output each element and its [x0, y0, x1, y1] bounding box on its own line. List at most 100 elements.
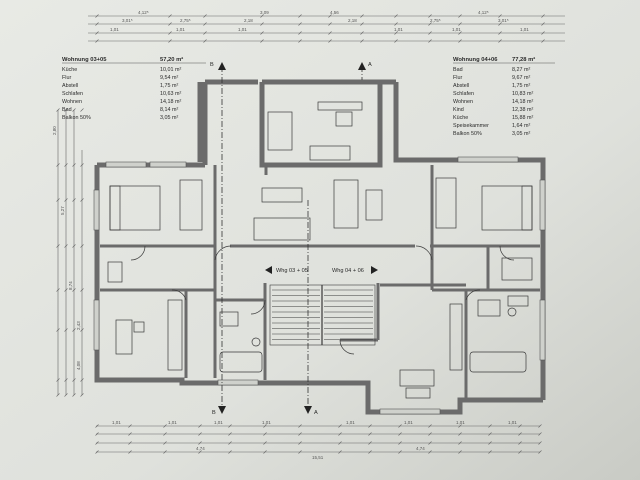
- dimension-tick: [95, 441, 99, 445]
- dim-top-r3-6: 1,01: [520, 27, 529, 32]
- dimension-tick: [56, 244, 60, 248]
- dimension-tick: [198, 441, 202, 445]
- dimension-tick: [398, 424, 402, 428]
- dim-left-3: 8,74: [68, 281, 73, 290]
- dimension-tick: [263, 424, 267, 428]
- dimension-tick: [458, 39, 462, 43]
- left-dimension-chains: [56, 108, 84, 397]
- dimension-tick: [95, 432, 99, 436]
- dimension-tick: [80, 393, 84, 397]
- dimension-tick: [298, 432, 302, 436]
- dim-top-r2-4: 2,18: [348, 18, 357, 23]
- dimension-tick: [298, 31, 302, 35]
- dimension-tick: [394, 31, 398, 35]
- schedule-area: 1,64 m²: [512, 123, 530, 129]
- dim-left-4: 2,43: [76, 321, 81, 330]
- schedule-room: Speisekammer: [453, 123, 489, 129]
- dimension-tick: [95, 450, 99, 454]
- dim-bot-6: 1,01: [404, 420, 413, 425]
- dimension-tick: [298, 39, 302, 43]
- dimension-tick: [360, 31, 364, 35]
- section-markers: B B A A: [210, 62, 372, 416]
- schedule-room: Küche: [453, 115, 468, 121]
- dim-bot-4: 1,01: [262, 420, 271, 425]
- schedule-area: 10,63 m²: [160, 91, 181, 97]
- dimension-tick: [328, 39, 332, 43]
- dimension-tick: [80, 244, 84, 248]
- dimension-tick: [263, 441, 267, 445]
- dimension-tick: [203, 39, 207, 43]
- unit-label-right: Whg 04 + 06: [332, 268, 364, 274]
- bathtub-left: [219, 351, 263, 373]
- dimension-tick: [168, 14, 172, 18]
- dimension-tick: [72, 328, 76, 332]
- dimension-tick: [368, 441, 372, 445]
- dimension-tick: [56, 288, 60, 292]
- dimension-tick: [128, 450, 132, 454]
- dimension-tick: [80, 163, 84, 167]
- schedule-room: Bad: [453, 67, 463, 73]
- dimension-tick: [228, 450, 232, 454]
- dim-top-4: 4,12⁵: [478, 10, 489, 15]
- schedule-room: Schlafen: [62, 91, 83, 97]
- schedule-room: Küche: [62, 67, 77, 73]
- dimension-tick: [458, 450, 462, 454]
- schedule-room: Wohnen: [62, 99, 82, 105]
- dimension-tick: [168, 31, 172, 35]
- dimension-tick: [488, 450, 492, 454]
- dim-top-r2-2: 2,75⁵: [180, 18, 191, 23]
- dimension-tick: [338, 424, 342, 428]
- dimension-tick: [260, 14, 264, 18]
- dimension-tick: [168, 39, 172, 43]
- dimension-tick: [298, 14, 302, 18]
- dimension-tick: [428, 450, 432, 454]
- section-marker-b-bottom: B: [212, 410, 216, 416]
- dimension-tick: [498, 31, 502, 35]
- dimension-tick: [298, 441, 302, 445]
- dimension-tick: [328, 14, 332, 18]
- dimension-tick: [538, 424, 542, 428]
- dimension-tick: [518, 432, 522, 436]
- dim-bot-8: 1,01: [508, 420, 517, 425]
- dim-top-2: 3,09: [260, 10, 269, 15]
- dimension-tick: [458, 424, 462, 428]
- section-marker-a-top: A: [368, 62, 372, 68]
- dimension-tick: [260, 39, 264, 43]
- schedule-area: 8,27 m²: [512, 67, 530, 73]
- dimension-tick: [95, 424, 99, 428]
- dimension-tick: [328, 31, 332, 35]
- dimension-tick: [168, 22, 172, 26]
- schedule-room: Schlafen: [453, 91, 474, 97]
- dimension-tick: [64, 163, 68, 167]
- dimension-tick: [64, 378, 68, 382]
- dimension-tick: [498, 39, 502, 43]
- dimension-tick: [64, 328, 68, 332]
- dimension-tick: [80, 328, 84, 332]
- dimension-tick: [72, 163, 76, 167]
- dimension-tick: [398, 441, 402, 445]
- dimension-tick: [338, 450, 342, 454]
- dimension-tick: [498, 22, 502, 26]
- dim-left-1: 2,80: [52, 126, 57, 135]
- dimension-tick: [128, 432, 132, 436]
- dim-top-r2-6: 3,01⁵: [498, 18, 509, 23]
- dimension-tick: [394, 39, 398, 43]
- dimension-tick: [72, 378, 76, 382]
- dimension-tick: [56, 163, 60, 167]
- unit-labels: Whg 03 + 05 Whg 04 + 06: [265, 266, 378, 274]
- dimension-tick: [56, 198, 60, 202]
- dimension-tick: [498, 14, 502, 18]
- schedule-area: 3,05 m²: [160, 115, 178, 121]
- schedule-right-title: Wohnung 04+06: [453, 57, 498, 63]
- left-dimension-labels: 2,80 5,27 8,74 2,43 4,08: [52, 126, 81, 370]
- schedule-room: Balkon 50%: [62, 115, 91, 121]
- dimension-tick: [64, 288, 68, 292]
- dimension-tick: [260, 22, 264, 26]
- dimension-tick: [428, 432, 432, 436]
- dimension-tick: [198, 450, 202, 454]
- dimension-tick: [368, 432, 372, 436]
- dimension-tick: [64, 244, 68, 248]
- schedule-room: Abstell: [453, 83, 469, 89]
